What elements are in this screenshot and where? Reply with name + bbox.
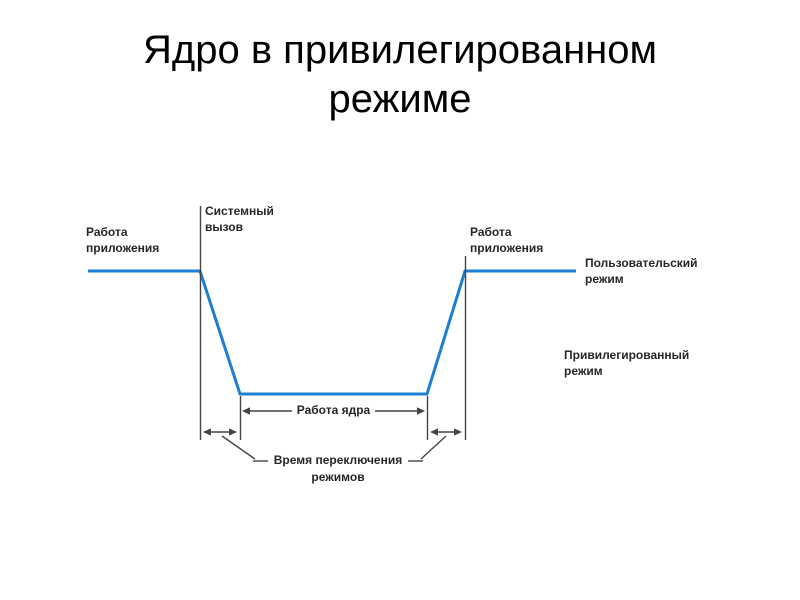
label-line: приложения: [470, 241, 544, 255]
switch-time-leader-right: [420, 435, 447, 460]
switch-left-arrowhead-right: [229, 428, 237, 436]
switch-right-arrowhead-left: [430, 428, 438, 436]
slide-title-line-2: режиме: [328, 77, 472, 121]
label-app-work-right: Работа приложения: [470, 224, 543, 256]
switch-time-leader-left: [221, 435, 256, 460]
slide-title: Ядро в привилегированном режиме: [0, 26, 800, 124]
kernel-span-arrowhead-right: [417, 407, 425, 415]
switch-left-arrowhead-left: [203, 428, 211, 436]
label-priv-mode: Привилегированный режим: [564, 347, 689, 379]
execution-timeline-line: [88, 269, 576, 396]
label-line: вызов: [205, 220, 243, 234]
label-app-work-left: Работа приложения: [86, 224, 159, 256]
label-line: режим: [585, 272, 624, 286]
label-switch-time: Время переключения режимов: [238, 452, 438, 486]
label-kernel-work: Работа ядра: [240, 402, 427, 418]
label-line: Пользовательский: [585, 256, 698, 270]
label-line: Привилегированный: [564, 348, 690, 362]
label-user-mode: Пользовательский режим: [585, 255, 698, 287]
label-syscall: Системный вызов: [205, 203, 274, 235]
label-line: режим: [564, 364, 603, 378]
slide-title-line-1: Ядро в привилегированном: [142, 28, 658, 72]
kernel-span-arrowhead-left: [242, 407, 250, 415]
label-line: режимов: [311, 470, 365, 484]
label-line: Время переключения: [273, 453, 403, 467]
label-line: Работа: [86, 225, 128, 239]
label-line: Работа ядра: [291, 403, 376, 417]
label-line: Системный: [205, 204, 274, 218]
label-line: приложения: [86, 241, 160, 255]
label-line: Работа: [470, 225, 512, 239]
switch-right-arrowhead-right: [454, 428, 462, 436]
